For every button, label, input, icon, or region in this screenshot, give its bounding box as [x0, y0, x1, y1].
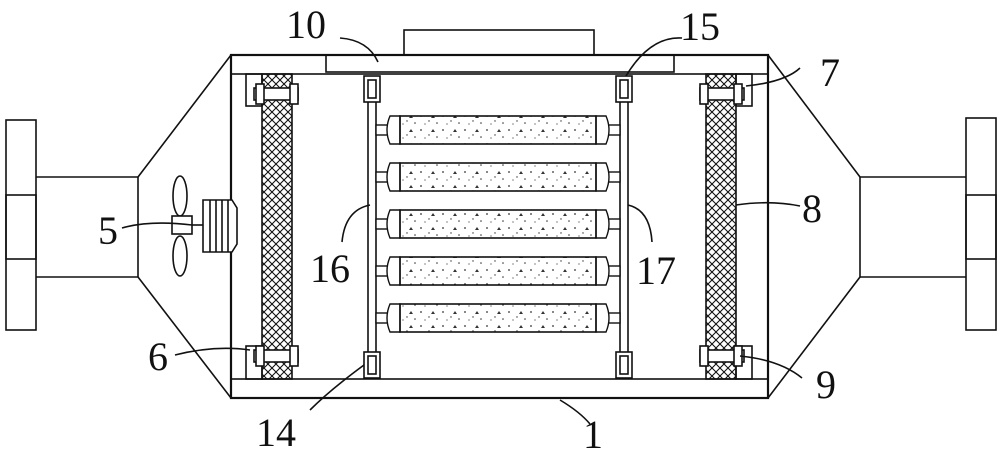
- right-cone: [767, 54, 966, 399]
- left-flange: [5, 119, 138, 331]
- filter-tube: [375, 115, 621, 145]
- label-14: 14: [256, 410, 296, 455]
- label-7: 7: [820, 50, 840, 95]
- left-cone: [137, 54, 232, 399]
- label-15: 15: [680, 4, 720, 49]
- label-6: 6: [148, 334, 168, 379]
- filter-tube: [375, 162, 621, 192]
- filter-tubes: [375, 115, 621, 333]
- label-17: 17: [636, 248, 676, 293]
- left-mesh-filter: [245, 73, 299, 380]
- right-mesh-filter: [699, 73, 753, 380]
- filter-tube: [375, 209, 621, 239]
- label-16: 16: [310, 246, 350, 291]
- filter-tube: [375, 303, 621, 333]
- right-support-rod: [615, 75, 633, 379]
- label-8: 8: [802, 186, 822, 231]
- label-1: 1: [583, 412, 603, 457]
- fan: [171, 175, 238, 277]
- part-labels: 10 15 7 8 9 1 5 6 16 17 14: [98, 2, 840, 457]
- filter-tube: [375, 256, 621, 286]
- label-10: 10: [286, 2, 326, 47]
- leader-lines: [121, 37, 803, 425]
- label-5: 5: [98, 208, 118, 253]
- housing: [229, 29, 770, 400]
- label-9: 9: [816, 362, 836, 407]
- right-flange: [965, 117, 997, 331]
